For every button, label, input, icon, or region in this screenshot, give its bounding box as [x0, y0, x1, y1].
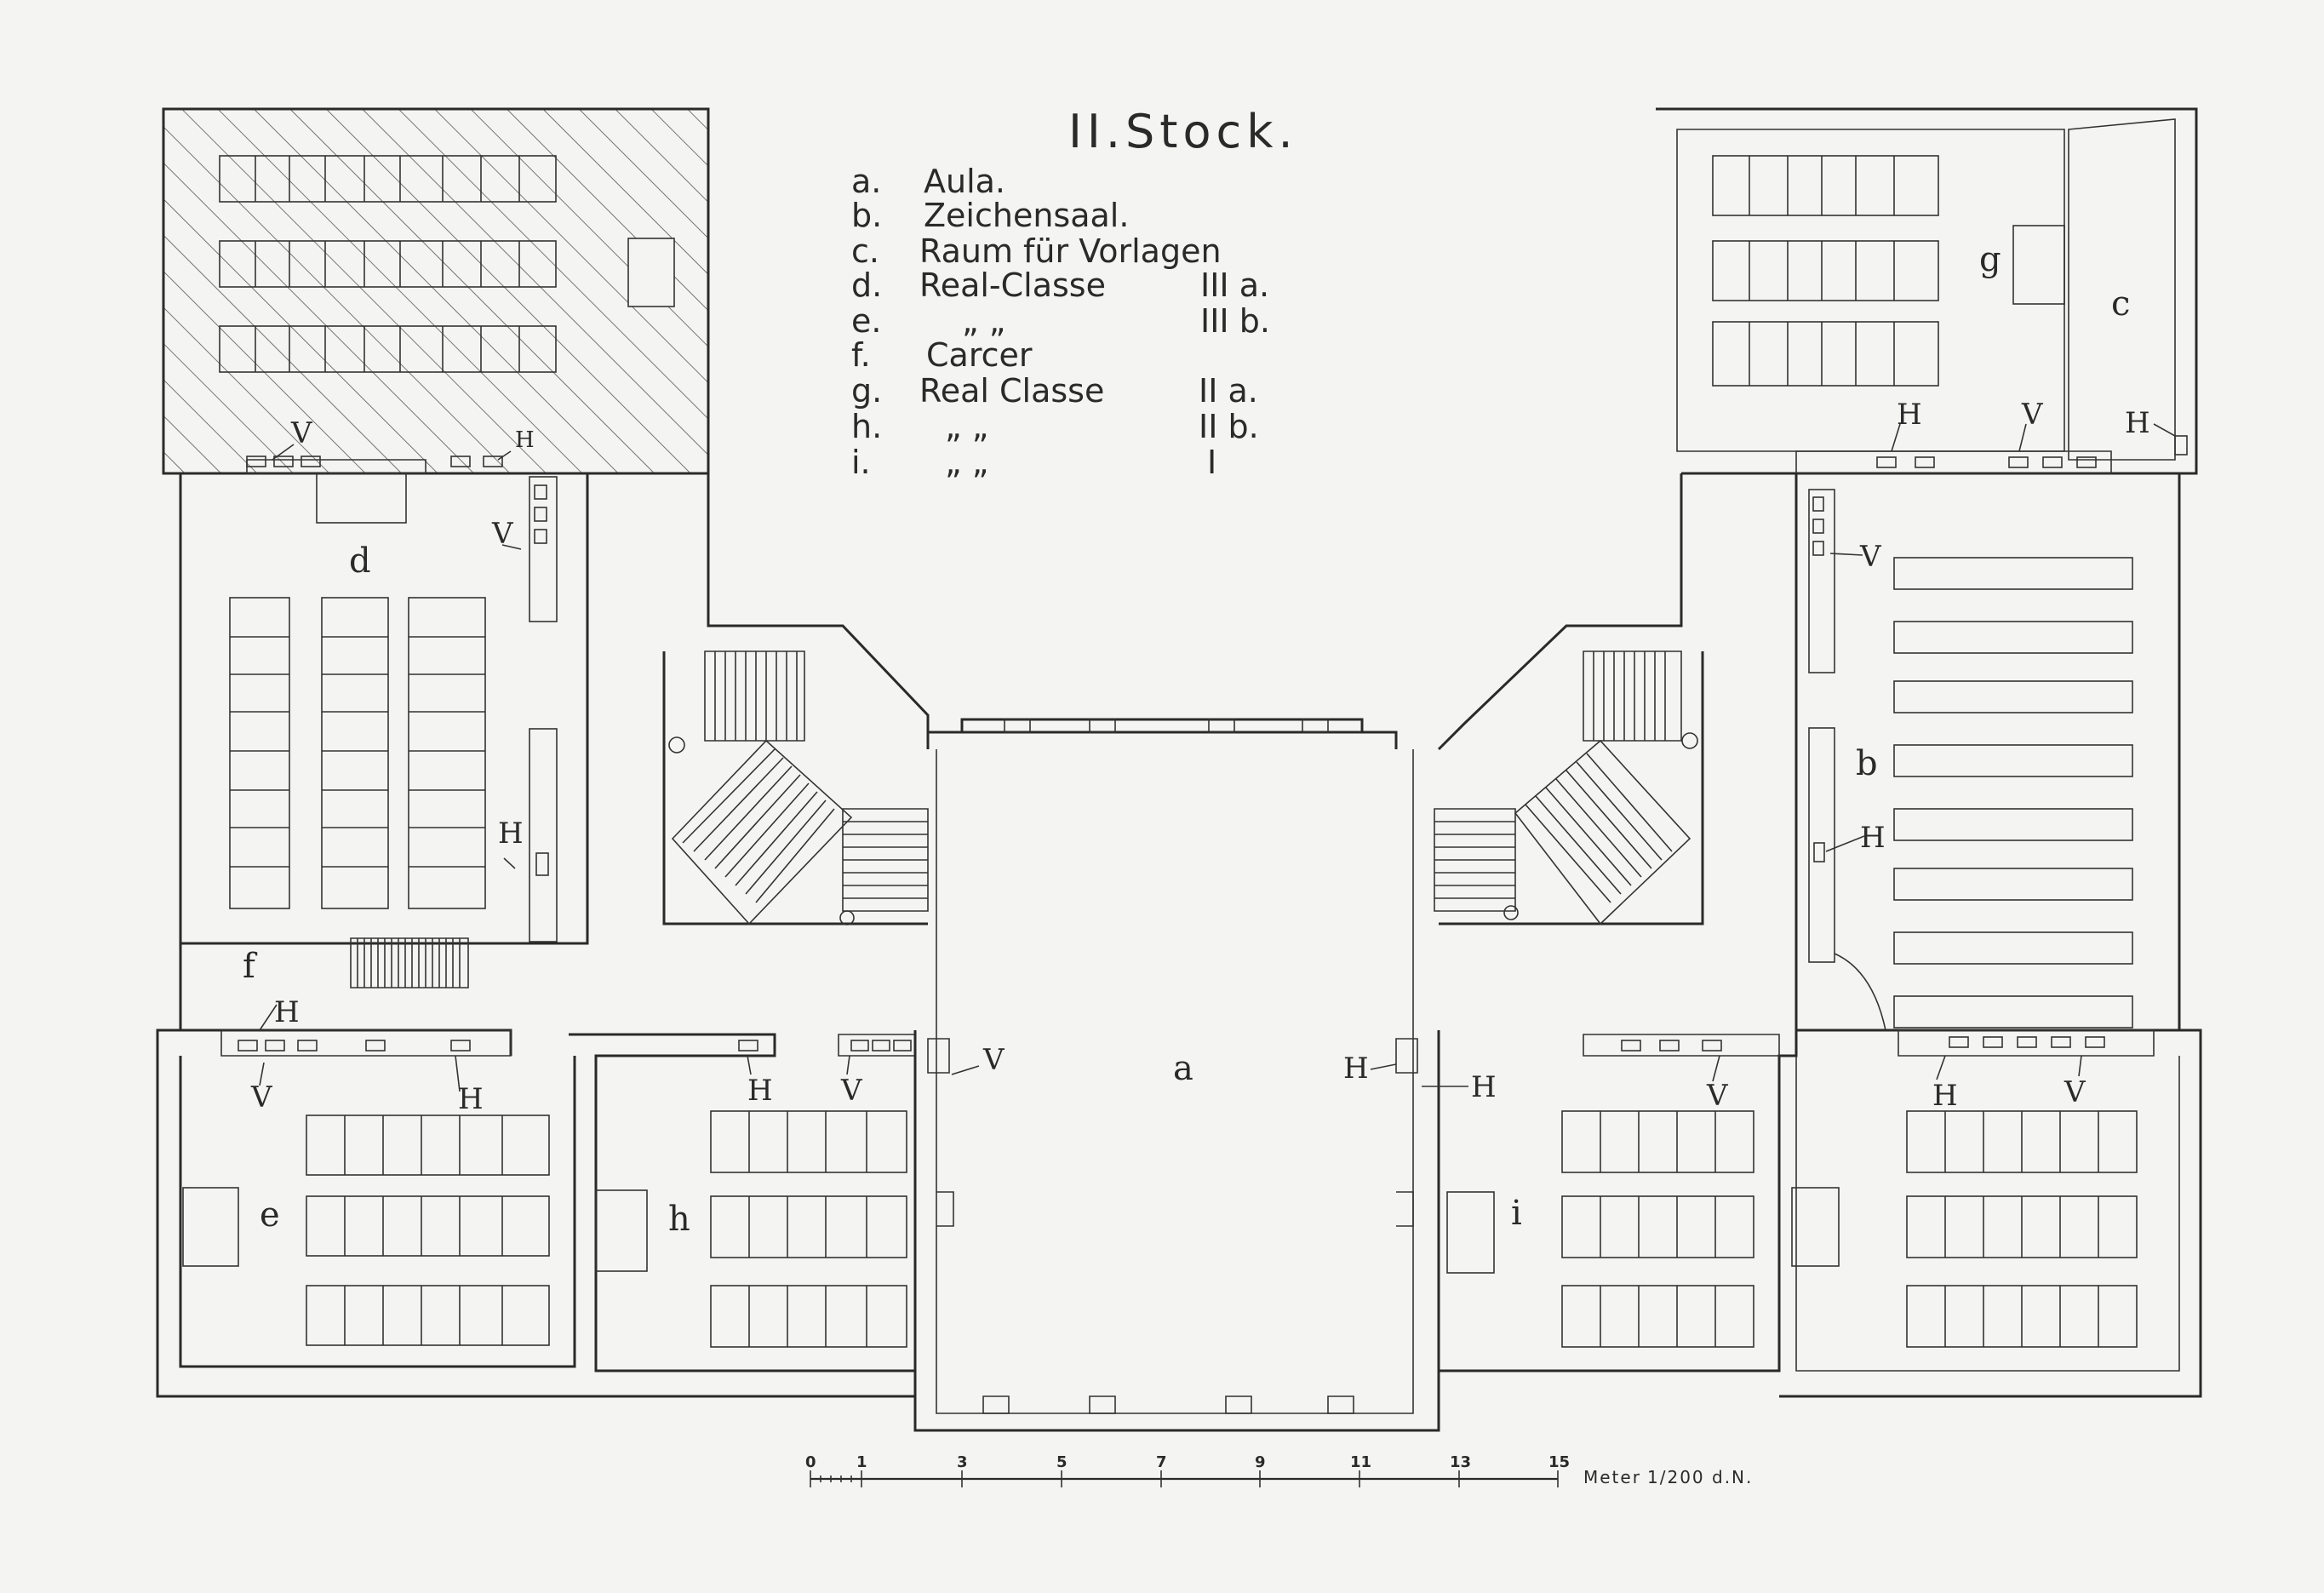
hatched-block — [162, 107, 710, 475]
scale-tick-3: 3 — [957, 1453, 968, 1471]
legend-key-g: g. — [851, 372, 882, 410]
duct-mark-v: V — [250, 1080, 273, 1115]
legend-name-e: „ „ — [962, 302, 1005, 340]
duct-mark-v: V — [1706, 1079, 1729, 1113]
legend-key-e: e. — [851, 302, 881, 340]
scale-tick-11: 11 — [1350, 1453, 1371, 1471]
stair-right — [1434, 473, 1704, 925]
legend: a. Aula. b. Zeichensaal. c. Raum für Vor… — [851, 163, 1270, 481]
scale-tick-13: 13 — [1450, 1453, 1471, 1471]
duct-mark-v: V — [2021, 398, 2044, 432]
legend-key-d: d. — [851, 266, 882, 304]
room-g — [1656, 107, 2198, 475]
legend-class-i: I — [1207, 444, 1216, 481]
legend-name-i: „ „ — [945, 444, 988, 481]
duct-mark-h: H — [1897, 398, 1922, 432]
scale-tick-0: 0 — [805, 1453, 816, 1471]
scale-bar: 0 1 3 5 7 9 11 13 15 Meter 1/200 d.N. — [805, 1453, 1753, 1487]
legend-key-i: i. — [851, 444, 871, 481]
duct-mark-v: V — [1859, 540, 1882, 574]
legend-class-g: II a. — [1199, 372, 1258, 410]
room-f — [156, 109, 915, 1398]
duct-mark-v: V — [840, 1074, 863, 1108]
room-label-f: f — [243, 947, 258, 986]
duct-mark-h: H — [2125, 406, 2150, 440]
room-e — [179, 1056, 576, 1368]
scale-tick-1: 1 — [856, 1453, 867, 1471]
legend-name-c: Raum für Vorlagen — [919, 232, 1222, 270]
legend-name-b: Zeichensaal. — [924, 197, 1129, 234]
legend-key-b: b. — [851, 197, 882, 234]
room-label-e: e — [260, 1195, 280, 1235]
legend-name-a: Aula. — [924, 163, 1005, 200]
scale-tick-7: 7 — [1156, 1453, 1167, 1471]
room-label-i: i — [1511, 1194, 1522, 1233]
room-label-b: b — [1856, 744, 1878, 783]
legend-class-d: III a. — [1200, 266, 1269, 304]
scale-unit: Meter — [1583, 1467, 1641, 1487]
duct-mark-v: V — [290, 416, 313, 450]
room-label-h: h — [668, 1200, 690, 1239]
legend-key-a: a. — [851, 163, 881, 200]
duct-mark-v: V — [982, 1043, 1005, 1077]
room-i — [1439, 1030, 1798, 1372]
scale-tick-15: 15 — [1548, 1453, 1570, 1471]
duct-marks: V H V H H V H H V V H H V H V H V H V H — [250, 398, 2150, 1116]
room-label-c: c — [2111, 284, 2130, 324]
duct-mark-v: V — [491, 517, 514, 551]
room-label-a: a — [1173, 1049, 1193, 1088]
room-a — [913, 718, 1440, 1432]
duct-mark-h: H — [747, 1074, 773, 1108]
scale-tick-9: 9 — [1255, 1453, 1266, 1471]
legend-name-h: „ „ — [945, 408, 988, 445]
duct-mark-v: V — [2064, 1075, 2086, 1109]
legend-class-h: II b. — [1199, 408, 1259, 445]
duct-mark-h: H — [1932, 1079, 1958, 1113]
duct-mark-h: H — [1471, 1070, 1497, 1104]
room-bottom-right — [1779, 1029, 2202, 1398]
scale-tick-5: 5 — [1056, 1453, 1068, 1471]
duct-mark-h: H — [458, 1082, 484, 1116]
legend-name-g: Real Classe — [919, 372, 1104, 410]
plan-title: II.Stock. — [1068, 105, 1298, 158]
room-d — [179, 456, 589, 988]
duct-mark-h: H — [1343, 1051, 1369, 1086]
legend-class-e: III b. — [1200, 302, 1270, 340]
legend-key-f: f. — [851, 336, 871, 374]
scale-ratio: 1/200 d.N. — [1647, 1467, 1753, 1487]
duct-mark-h: H — [1860, 821, 1886, 855]
duct-mark-h: H — [274, 995, 300, 1029]
stair-left — [662, 473, 930, 925]
room-label-d: d — [349, 542, 371, 581]
legend-key-c: c. — [851, 232, 879, 270]
legend-key-h: h. — [851, 408, 882, 445]
duct-mark-h: H — [498, 817, 524, 851]
room-b — [1795, 473, 2181, 1057]
room-h — [569, 1033, 916, 1372]
duct-mark-h: H — [515, 427, 535, 453]
legend-name-f: Carcer — [926, 336, 1033, 374]
legend-name-d: Real-Classe — [919, 266, 1106, 304]
room-label-g: g — [1979, 240, 2001, 279]
